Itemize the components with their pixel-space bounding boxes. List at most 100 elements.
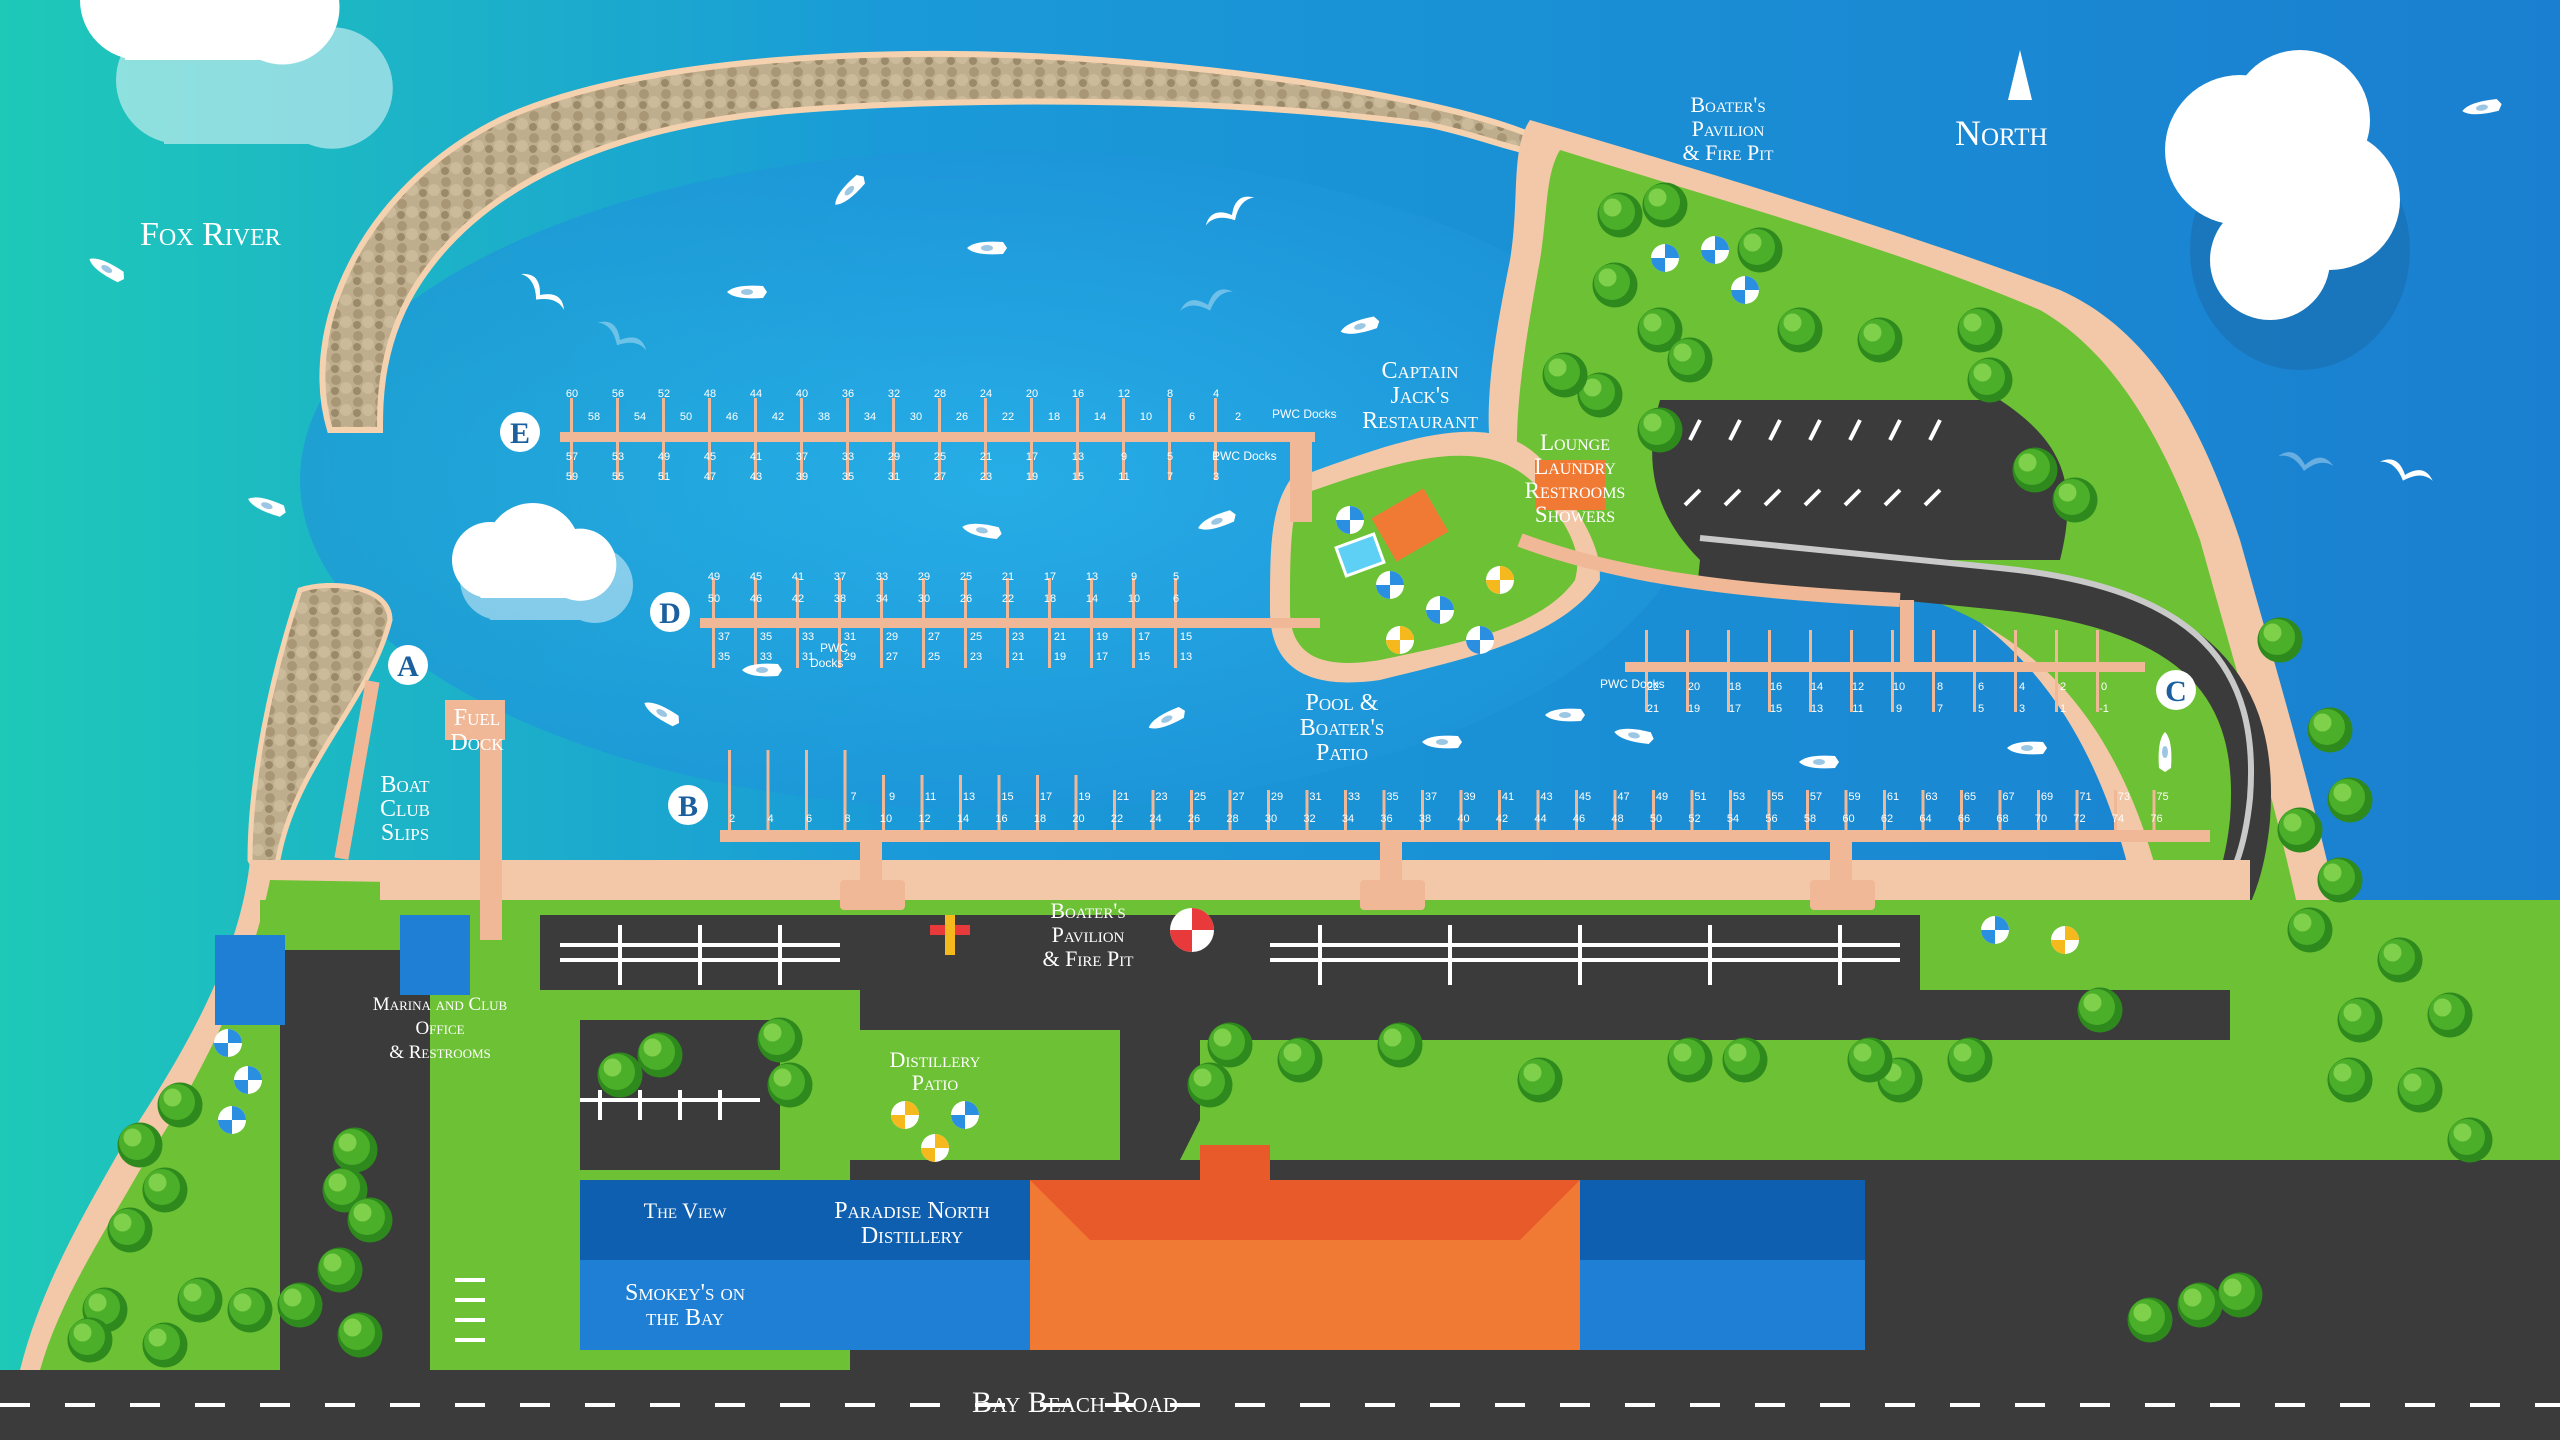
svg-text:14: 14 — [1094, 411, 1106, 423]
svg-text:Marina and Club: Marina and Club — [373, 994, 508, 1015]
svg-text:26: 26 — [956, 411, 968, 423]
label-boaters-pavilion-top: Boater's Pavilion & Fire Pit — [1683, 92, 1774, 165]
svg-text:23: 23 — [980, 471, 992, 483]
label-north: North — [1955, 113, 2048, 153]
pool — [1334, 532, 1386, 578]
svg-text:29: 29 — [918, 571, 930, 583]
svg-text:19: 19 — [1096, 631, 1108, 643]
svg-text:Boat: Boat — [380, 772, 430, 798]
svg-text:47: 47 — [1617, 791, 1629, 803]
svg-text:43: 43 — [1540, 791, 1552, 803]
svg-text:29: 29 — [888, 451, 900, 463]
svg-text:Jack's: Jack's — [1390, 383, 1449, 409]
svg-text:0: 0 — [2101, 681, 2107, 693]
dock-letter-d: D — [650, 592, 690, 632]
svg-text:45: 45 — [1579, 791, 1591, 803]
svg-text:21: 21 — [1012, 651, 1024, 663]
svg-text:2: 2 — [1235, 411, 1241, 423]
svg-text:55: 55 — [1771, 791, 1783, 803]
marina-office-building — [215, 935, 285, 1025]
svg-text:Pavilion: Pavilion — [1692, 116, 1765, 141]
svg-text:13: 13 — [1811, 703, 1823, 715]
svg-text:46: 46 — [1573, 813, 1585, 825]
svg-text:49: 49 — [658, 451, 670, 463]
svg-text:18: 18 — [1048, 411, 1060, 423]
club-restrooms-building — [400, 915, 470, 995]
dock-letter-a: A — [388, 645, 428, 685]
svg-text:22: 22 — [1647, 681, 1659, 693]
svg-text:Boater's: Boater's — [1690, 92, 1765, 117]
svg-text:46: 46 — [726, 411, 738, 423]
svg-text:74: 74 — [2112, 813, 2124, 825]
dock-c-fingers — [1645, 630, 2099, 712]
north-arrow-icon — [2008, 50, 2032, 100]
svg-text:19: 19 — [1026, 471, 1038, 483]
svg-text:Fuel: Fuel — [454, 705, 500, 731]
svg-text:7: 7 — [1937, 703, 1943, 715]
svg-text:58: 58 — [588, 411, 600, 423]
label-fuel-dock: Fuel Dock — [450, 705, 504, 756]
peninsula-parking-lot — [1652, 400, 2068, 560]
label-captain-jacks: Captain Jack's Restaurant — [1362, 358, 1478, 434]
svg-text:Restaurant: Restaurant — [1362, 408, 1478, 434]
svg-text:75: 75 — [2156, 791, 2168, 803]
svg-text:70: 70 — [2035, 813, 2047, 825]
svg-text:18: 18 — [1044, 593, 1056, 605]
svg-text:7: 7 — [1167, 471, 1173, 483]
svg-text:72: 72 — [2073, 813, 2085, 825]
svg-text:E: E — [510, 417, 530, 450]
svg-text:41: 41 — [750, 451, 762, 463]
svg-text:15: 15 — [1770, 703, 1782, 715]
svg-text:33: 33 — [876, 571, 888, 583]
svg-text:30: 30 — [918, 593, 930, 605]
svg-text:2: 2 — [729, 813, 735, 825]
svg-text:20: 20 — [1072, 813, 1084, 825]
svg-text:C: C — [2165, 675, 2187, 708]
label-distillery-patio: Distillery Patio — [890, 1047, 981, 1095]
svg-text:21: 21 — [1647, 703, 1659, 715]
svg-text:33: 33 — [760, 651, 772, 663]
breakwater-west — [247, 583, 393, 884]
svg-text:6: 6 — [1173, 593, 1179, 605]
svg-text:14: 14 — [1811, 681, 1823, 693]
svg-text:16: 16 — [995, 813, 1007, 825]
svg-text:8: 8 — [1167, 388, 1173, 400]
svg-text:Lounge: Lounge — [1540, 430, 1610, 455]
svg-text:60: 60 — [1842, 813, 1854, 825]
svg-text:13: 13 — [1180, 651, 1192, 663]
svg-text:18: 18 — [1034, 813, 1046, 825]
svg-text:48: 48 — [1611, 813, 1623, 825]
svg-text:25: 25 — [934, 451, 946, 463]
svg-text:37: 37 — [718, 631, 730, 643]
svg-text:47: 47 — [704, 471, 716, 483]
svg-text:43: 43 — [750, 471, 762, 483]
label-fox-river: Fox River — [140, 216, 281, 253]
svg-text:69: 69 — [2041, 791, 2053, 803]
svg-text:35: 35 — [718, 651, 730, 663]
svg-text:39: 39 — [796, 471, 808, 483]
svg-text:33: 33 — [842, 451, 854, 463]
svg-text:13: 13 — [1086, 571, 1098, 583]
svg-text:1: 1 — [1213, 451, 1219, 463]
svg-text:39: 39 — [1463, 791, 1475, 803]
svg-text:40: 40 — [1457, 813, 1469, 825]
svg-text:3: 3 — [1213, 471, 1219, 483]
label-smokeys: Smokey's on the Bay — [625, 1280, 745, 1331]
svg-text:31: 31 — [802, 651, 814, 663]
dock-d-fingers — [712, 578, 1177, 668]
svg-text:51: 51 — [1694, 791, 1706, 803]
svg-text:30: 30 — [1265, 813, 1277, 825]
svg-text:28: 28 — [934, 388, 946, 400]
pavilion-umbrella-bottom — [1170, 908, 1214, 952]
parking-lines-main — [455, 925, 1900, 1342]
svg-text:37: 37 — [796, 451, 808, 463]
svg-text:29: 29 — [886, 631, 898, 643]
svg-text:26: 26 — [960, 593, 972, 605]
svg-text:16: 16 — [1072, 388, 1084, 400]
svg-text:6: 6 — [1189, 411, 1195, 423]
svg-text:50: 50 — [1650, 813, 1662, 825]
svg-text:27: 27 — [1232, 791, 1244, 803]
cloud-top-right — [2165, 50, 2410, 370]
svg-text:Boater's: Boater's — [1300, 715, 1385, 741]
